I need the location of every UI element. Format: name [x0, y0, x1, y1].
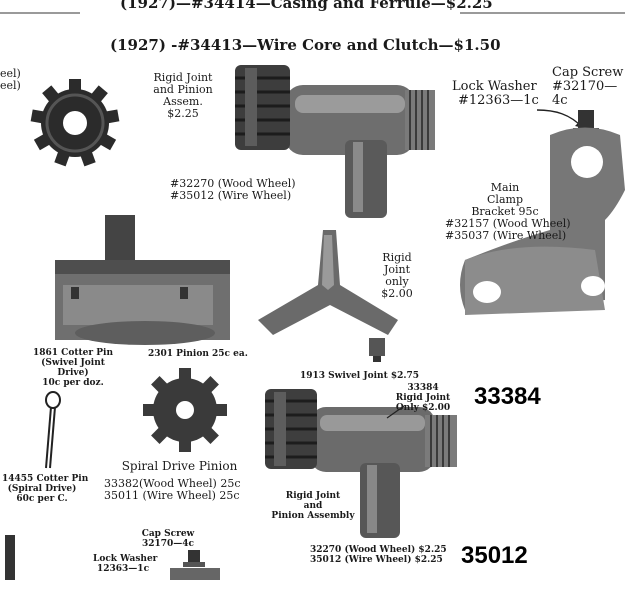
- left-edge-text-2: eel): [0, 79, 21, 92]
- part-label-35012: 35012: [461, 542, 528, 569]
- part-number-wire-wheel: #35012 (Wire Wheel): [170, 189, 292, 202]
- spiral-drive-pinion-illustration: [143, 368, 227, 452]
- cotter-pin-1861-label: 1861 Cotter Pin (Swivel Joint Drive) 10c…: [33, 348, 113, 388]
- swivel-joint-stub-illustration: [369, 338, 385, 362]
- cotter-pin-14455-label: 14455 Cotter Pin (Spiral Drive) 60c per …: [2, 474, 89, 504]
- rigid-joint-assembly-illustration: [235, 65, 435, 218]
- clamp-part-wood-wheel: #32157 (Wood Wheel): [445, 217, 571, 230]
- bottom-parts-prices: 32270 (Wood Wheel) $2.25 35012 (Wire Whe…: [310, 545, 447, 565]
- clamp-part-wire-wheel: #35037 (Wire Wheel): [445, 229, 567, 242]
- leader-line-icon: [386, 405, 405, 419]
- rigid-joint-y-illustration: [258, 230, 398, 335]
- part-label-33384: 33384: [474, 383, 541, 410]
- pinion-gear-illustration: [30, 79, 120, 167]
- edge-dark-strip: [5, 535, 15, 580]
- header-line-casing: (1927)—#34414—Casing and Ferrule—$2.25: [120, 0, 493, 12]
- cap-screw-label: Cap Screw #32170—4c: [552, 65, 624, 108]
- rigid-joint-pinion-label: Rigid Joint and Pinion Assem. $2.25: [153, 71, 213, 120]
- rigid-joint-only-label: Rigid Joint only $2.00: [381, 251, 413, 300]
- lock-washer-label: Lock Washer #12363—1c: [452, 79, 539, 108]
- bottom-margin: [0, 583, 625, 611]
- spiral-drive-pinion-title: Spiral Drive Pinion: [121, 459, 238, 473]
- cotter-pin-illustration: [45, 391, 61, 469]
- rigid-joint-pinion-assembly-illustration: [265, 389, 457, 538]
- rigid-joint-33384-label: 33384 Rigid Joint Only $2.00: [395, 383, 451, 413]
- pinion-2301-label: 2301 Pinion 25c ea.: [148, 349, 248, 359]
- cap-screw-washer-illustration: [170, 550, 220, 580]
- cap-screw-bottom-label: Cap Screw 32170—4c: [141, 529, 195, 549]
- part-number-wood-wheel: #32270 (Wood Wheel): [170, 177, 296, 190]
- rigid-joint-pinion-assembly-label: Rigid Joint and Pinion Assembly: [271, 491, 355, 521]
- swivel-joint-1913-label: 1913 Swivel Joint $2.75: [300, 371, 420, 381]
- divider-left: [0, 12, 80, 14]
- spiral-drive-parts: 33382(Wood Wheel) 25c 35011 (Wire Wheel)…: [104, 477, 241, 502]
- main-clamp-bracket-illustration: [460, 110, 625, 315]
- header-line-wire-core: (1927) -#34413—Wire Core and Clutch—$1.5…: [110, 36, 501, 54]
- left-edge-text-1: eel): [0, 67, 21, 80]
- lock-washer-bottom-label: Lock Washer 12363—1c: [93, 554, 158, 574]
- divider-right: [460, 12, 625, 14]
- swivel-block-illustration: [55, 215, 230, 345]
- main-clamp-label: Main Clamp Bracket 95c: [471, 181, 539, 218]
